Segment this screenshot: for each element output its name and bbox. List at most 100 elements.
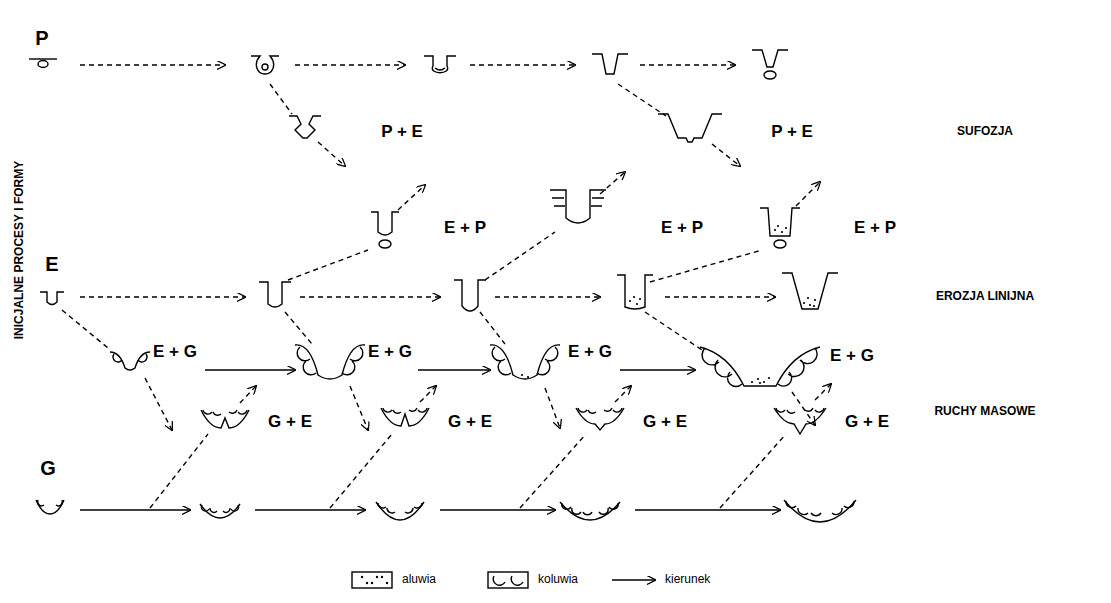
erosion-suffosion-branch-part-part <box>777 225 779 227</box>
mass-movement-erosion-row-part <box>815 384 831 400</box>
erosion-mass-movement-row-part-part <box>751 381 753 383</box>
suffosion-row-part <box>318 142 345 166</box>
erosion-mass-movement-row-part <box>205 369 295 370</box>
mass-movement-row <box>36 500 856 522</box>
linear-erosion-row-part <box>782 273 838 309</box>
erosion-suffosion-branch-part <box>398 185 425 210</box>
linear-erosion-row-part-part <box>639 298 641 300</box>
erosion-suffosion-branch-part <box>288 250 368 280</box>
process-combination: E + G <box>153 343 197 362</box>
erosion-mass-movement-row-part <box>295 345 365 379</box>
erosion-mass-movement-row-part <box>620 369 695 370</box>
erosion-mass-movement-row-part-part <box>759 382 761 384</box>
suffosion-row-part-part <box>424 56 456 73</box>
mass-movement-row-part-part <box>201 505 238 512</box>
suffosion-row-part <box>592 54 628 74</box>
suffosion-row-part-part <box>752 50 788 67</box>
mass-movement-erosion-row-part-part <box>383 408 427 413</box>
legend-samples-part <box>381 576 383 578</box>
erosion-mass-movement-row-part-part <box>521 374 523 376</box>
mass-movement-row-part <box>560 502 620 520</box>
process-combination: G + E <box>268 413 312 432</box>
linear-erosion-row-part-part <box>636 303 638 305</box>
mass-movement-row-part-part <box>562 503 618 515</box>
erosion-mass-movement-row-part-part <box>490 345 560 379</box>
suffosion-row-part-part <box>658 114 722 142</box>
erosion-mass-movement-row <box>62 310 820 430</box>
erosion-mass-movement-row-part <box>62 310 108 348</box>
process-combination: E + G <box>368 343 412 362</box>
mass-movement-erosion-row <box>150 384 831 508</box>
suffosion-row-part-part <box>262 64 268 70</box>
legend-samples-part <box>371 582 373 584</box>
linear-erosion-row-part-part <box>813 305 815 307</box>
erosion-suffosion-branch-part <box>371 212 399 248</box>
erosion-mass-movement-row-part-part <box>757 378 759 380</box>
erosion-mass-movement-row-part-part <box>700 347 820 386</box>
suffosion-row-part-part <box>38 61 48 68</box>
suffosion-row-part <box>618 84 666 116</box>
mass-movement-row-part-part <box>38 500 63 506</box>
mass-movement-row-part <box>255 509 365 510</box>
linear-erosion-row-part-part <box>807 297 809 299</box>
suffosion-row-part-part <box>764 71 776 79</box>
mass-movement-erosion-row-part <box>201 410 249 428</box>
process-combination: E + P <box>854 219 896 238</box>
process-letter: G <box>40 457 56 479</box>
legend-samples-part <box>493 576 523 585</box>
erosion-suffosion-branch-part-part <box>550 190 606 223</box>
process-combination: G + E <box>643 413 687 432</box>
erosion-suffosion-branch-part-part <box>552 198 604 206</box>
mass-movement-erosion-row-part-part <box>776 408 824 413</box>
erosion-mass-movement-row-part-part <box>763 381 765 383</box>
mass-movement-row-part <box>635 509 780 510</box>
mass-movement-erosion-row-part-part <box>381 408 429 426</box>
suffosion-row-part-part <box>289 116 321 138</box>
process-combination: P + E <box>381 123 423 142</box>
suffosion-row-part <box>289 116 321 138</box>
erosion-mass-movement-row-part-part <box>702 348 817 386</box>
erosion-mass-movement-row-part <box>480 312 505 344</box>
mass-movement-erosion-row-part <box>520 434 586 508</box>
linear-erosion-row-part-part <box>633 296 635 298</box>
mass-movement-row-part <box>80 509 190 510</box>
mass-movement-row-part-part <box>376 502 424 520</box>
suffosion-row-part <box>80 64 225 65</box>
linear-erosion-row-part-part <box>782 273 838 309</box>
legend-text: koluwia <box>538 573 578 586</box>
legend-text: aluwia <box>402 573 436 586</box>
mass-movement-erosion-row-part <box>330 434 392 508</box>
mass-movement-erosion-row-part-part <box>201 410 249 428</box>
linear-erosion-row-part-part <box>454 280 486 311</box>
erosion-suffosion-branch-part <box>796 182 820 206</box>
process-combination: P + E <box>771 123 813 142</box>
erosion-mass-movement-row-part-part <box>297 347 363 375</box>
erosion-mass-movement-row-part-part <box>113 354 147 362</box>
process-letter: P <box>35 27 48 49</box>
legend-samples <box>352 572 655 588</box>
mass-movement-erosion-row-part-part <box>578 408 622 413</box>
erosion-mass-movement-row-part <box>110 352 150 370</box>
legend-samples-part <box>352 572 392 588</box>
linear-erosion-row-part <box>80 296 245 297</box>
suffosion-row-part <box>424 56 456 73</box>
mass-movement-row-part-part <box>36 500 64 514</box>
suffosion-row-part-part <box>251 56 279 74</box>
erosion-mass-movement-row-part-part <box>768 377 770 379</box>
erosion-suffosion-branch-part-part <box>379 240 391 248</box>
suffosion-row-part <box>640 64 735 65</box>
erosion-suffosion-branch <box>288 172 820 282</box>
linear-erosion-row-part <box>495 296 600 297</box>
row-title: RUCHY MASOWE <box>934 405 1035 418</box>
mass-movement-row-part <box>784 500 856 522</box>
erosion-mass-movement-row-part <box>545 388 560 428</box>
erosion-suffosion-branch-part <box>550 190 606 223</box>
mass-movement-erosion-row-part <box>774 408 826 434</box>
erosion-mass-movement-row-part-part <box>527 376 529 378</box>
suffosion-row-part <box>712 144 740 166</box>
erosion-mass-movement-row-part <box>700 347 820 386</box>
linear-erosion-row-part-part <box>803 302 805 304</box>
legend-samples-part <box>366 582 368 584</box>
legend-samples-part <box>361 576 363 578</box>
mass-movement-erosion-row-part <box>615 386 631 402</box>
